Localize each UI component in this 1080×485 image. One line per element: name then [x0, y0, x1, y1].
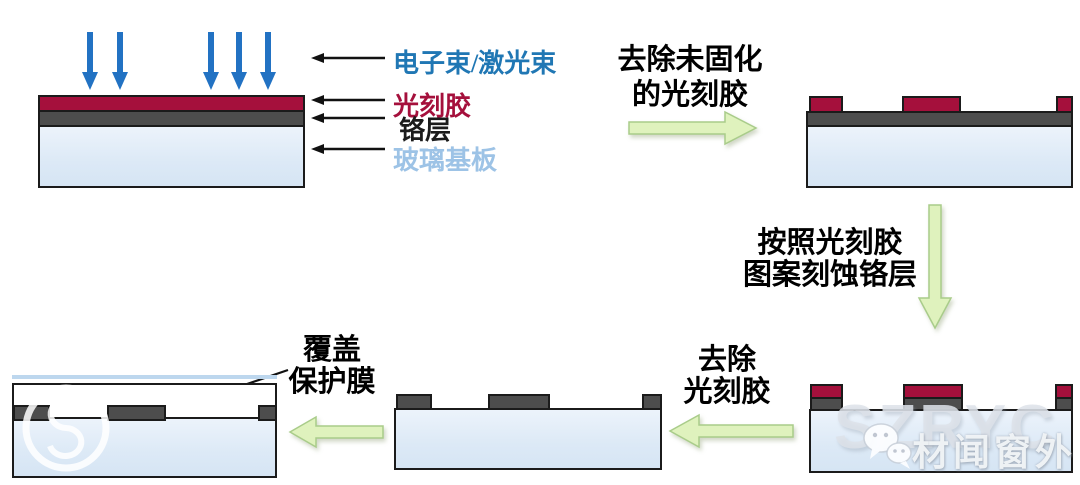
callout-arrow-icon [311, 113, 385, 123]
step-etch-text-line2: 图案刻蚀铬层 [742, 259, 917, 291]
process-arrow-left-icon [668, 413, 794, 449]
process-arrow-left-icon [288, 415, 384, 449]
legend-chrome-label: 铬层 [399, 116, 452, 145]
chrome-block [1055, 397, 1073, 411]
wechat-icon [863, 423, 912, 469]
watermark-account-name: 材闻窗外事 [912, 432, 1076, 473]
beam-arrow-icon [231, 32, 247, 90]
glass-substrate [38, 125, 305, 188]
step-etch-text-line1: 按照光刻胶 [757, 227, 903, 259]
callout-arrow-icon [311, 53, 385, 63]
legend-photoresist-label: 光刻胶 [393, 92, 472, 121]
chrome-block [903, 397, 963, 411]
beam-arrow-icon [203, 32, 219, 90]
pellicle-film [12, 375, 277, 379]
chrome-block [258, 405, 277, 421]
beam-arrow-icon [260, 32, 276, 90]
glass-substrate [394, 408, 662, 470]
beam-arrow-icon [82, 32, 98, 90]
step-pellicle-text-line2: 保护膜 [288, 366, 376, 398]
legend-beam-label: 电子束/激光束 [393, 49, 557, 78]
chrome-block [642, 394, 662, 410]
step-develop-text-line2: 的光刻胶 [631, 79, 748, 111]
step-strip-text-line2: 光刻胶 [683, 376, 771, 408]
process-arrow-right-icon [628, 110, 758, 146]
chrome-block [488, 394, 550, 410]
legend-glass-label: 玻璃基板 [393, 146, 498, 175]
process-arrow-down-icon [917, 204, 953, 330]
circle-logo-icon [22, 384, 110, 472]
callout-arrow-icon [311, 95, 385, 105]
chrome-block [107, 405, 166, 421]
callout-arrow-icon [311, 144, 385, 154]
chrome-block [396, 394, 432, 410]
step-strip-text-line1: 去除 [697, 344, 756, 376]
glass-substrate [806, 125, 1073, 188]
beam-arrow-icon [112, 32, 128, 90]
chrome-block [810, 397, 843, 411]
step-pellicle-text-line1: 覆盖 [302, 334, 361, 366]
step-develop-text-line1: 去除未固化 [617, 44, 763, 76]
